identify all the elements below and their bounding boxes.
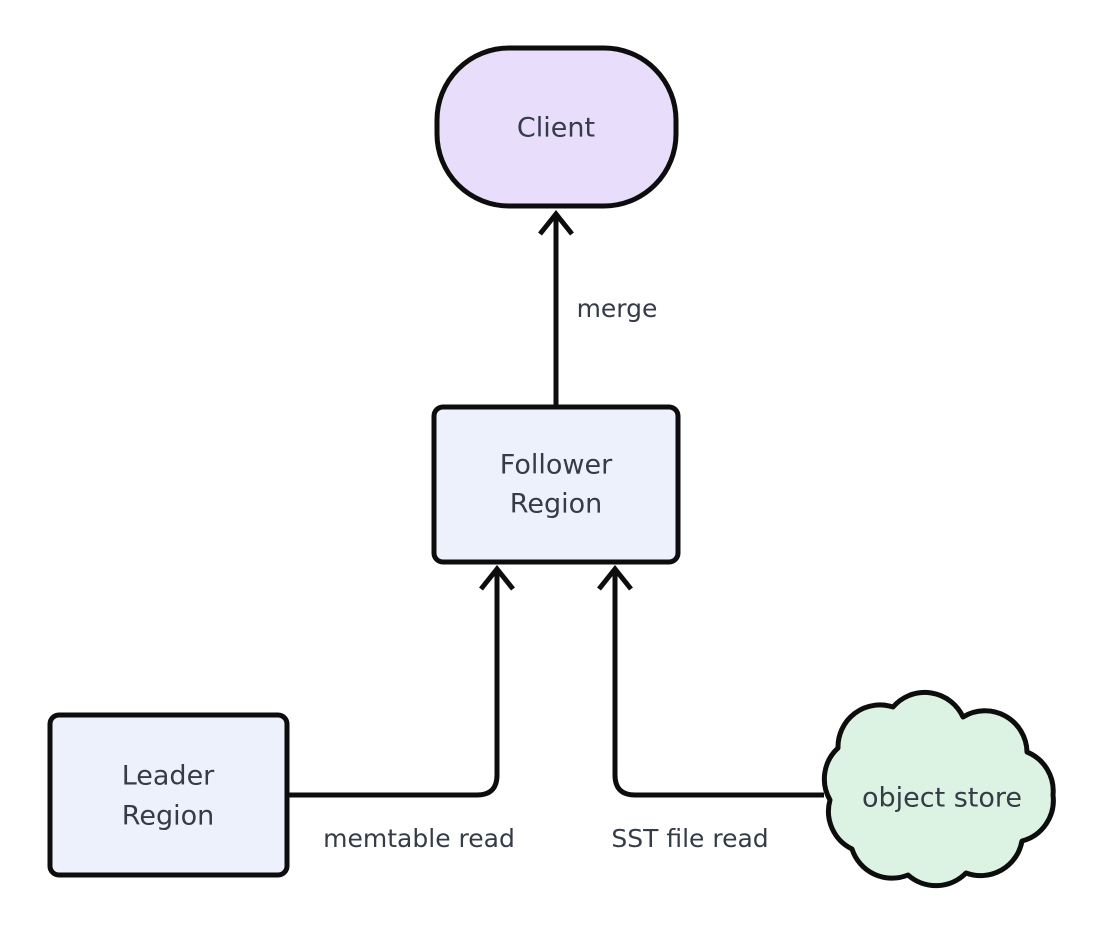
edge-label-merge: merge (577, 294, 658, 323)
edge-store-to-follower (597, 564, 824, 798)
node-leader-region[interactable]: Leader Region (47, 712, 290, 878)
object-store-cloud-shape (821, 689, 1056, 889)
arrow-head-merge (538, 209, 574, 236)
node-object-store[interactable]: object store (821, 689, 1056, 889)
client-shape (434, 45, 679, 209)
leader-region-label-line1: Leader (122, 761, 215, 792)
edge-leader-to-follower (288, 564, 515, 798)
edge-label-memtable-read: memtable read (323, 824, 515, 853)
follower-region-label-line1: Follower (500, 450, 613, 481)
client-label: Client (517, 113, 595, 144)
arrow-head-sst-file-read (597, 564, 633, 591)
edge-follower-to-client (538, 209, 574, 406)
object-store-label: object store (862, 783, 1022, 814)
leader-region-shape (47, 712, 290, 878)
edge-line-memtable-read (288, 572, 500, 798)
follower-region-label-line2: Region (510, 489, 602, 520)
leader-region-label-line2: Region (122, 801, 214, 832)
node-client[interactable]: Client (434, 45, 679, 209)
edge-line-sst-file-read (612, 572, 824, 798)
edge-label-sst-file-read: SST file read (611, 824, 768, 853)
arrow-head-memtable-read (479, 564, 515, 591)
node-follower-region[interactable]: Follower Region (431, 404, 681, 565)
follower-region-shape (431, 404, 681, 565)
